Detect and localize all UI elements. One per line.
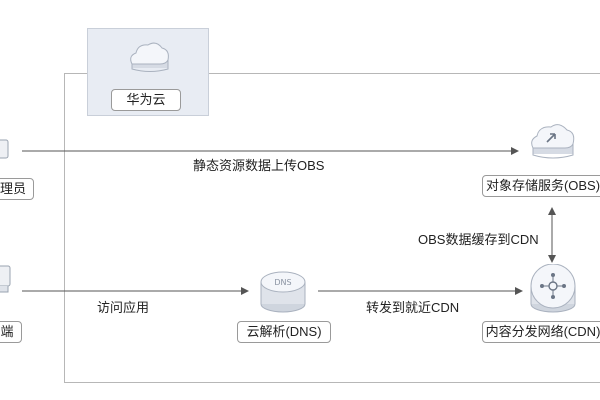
huaweicloud-panel bbox=[87, 28, 209, 116]
client-computer-icon bbox=[0, 265, 11, 293]
admin-label: 理员 bbox=[0, 178, 34, 200]
edge-label-admin-obs: 静态资源数据上传OBS bbox=[193, 158, 325, 173]
huaweicloud-boundary bbox=[64, 73, 600, 383]
dns-label: 云解析(DNS) bbox=[237, 321, 331, 343]
admin-computer-icon bbox=[0, 139, 9, 159]
obs-cloud-upload-icon bbox=[531, 124, 575, 159]
cdn-network-icon bbox=[530, 264, 576, 313]
cloud-icon bbox=[130, 42, 169, 72]
cdn-label: 内容分发网络(CDN) bbox=[482, 321, 600, 343]
edge-label-dns-cdn: 转发到就近CDN bbox=[366, 300, 460, 315]
huaweicloud-label: 华为云 bbox=[111, 89, 181, 111]
client-label: 端 bbox=[0, 321, 22, 343]
dns-badge-text: DNS bbox=[274, 278, 291, 287]
edge-label-client-dns: 访问应用 bbox=[97, 300, 150, 315]
edge-label-obs-cdn: OBS数据缓存到CDN bbox=[418, 232, 539, 247]
obs-label: 对象存储服务(OBS) bbox=[482, 175, 600, 197]
dns-server-icon: DNS bbox=[260, 271, 306, 313]
